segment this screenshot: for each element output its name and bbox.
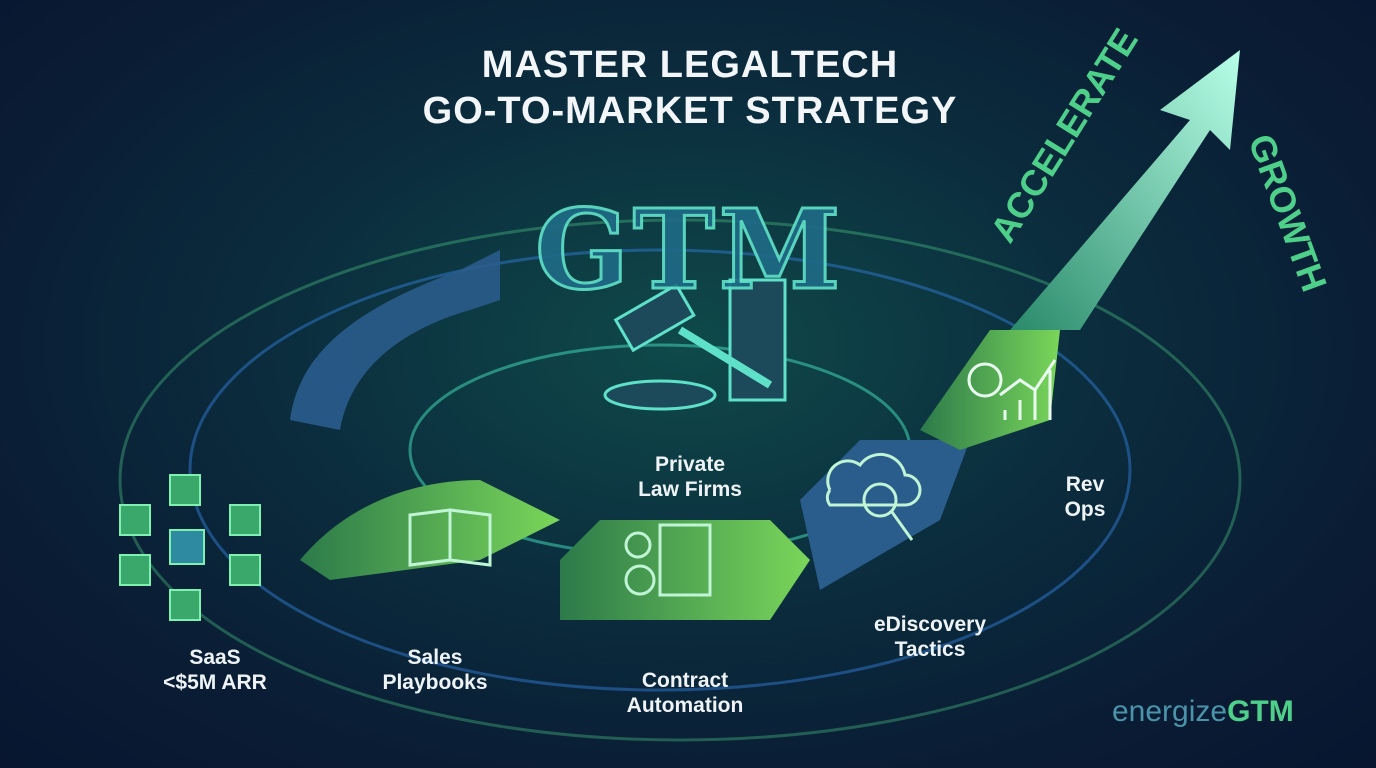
spiral-segments: [290, 50, 1240, 620]
gear-chart-icon: [967, 359, 1057, 420]
gavel-pillar-icon: [603, 278, 787, 411]
gtm-mark: GTM: [534, 184, 845, 316]
stage-ediscovery: eDiscovery Tactics: [850, 612, 1010, 662]
growth-arrow-icon: [1010, 50, 1240, 330]
stage-label: Contract: [641, 669, 729, 692]
stage-label: Private: [654, 453, 726, 476]
stage-label: Law Firms: [638, 478, 742, 501]
cloud-search-icon: [825, 452, 922, 541]
stage-label: Rev: [1065, 473, 1105, 496]
stage-contract-automation: Contract Automation: [600, 668, 770, 718]
stage-label: Tactics: [894, 638, 966, 661]
gears-document-icon: [624, 523, 712, 597]
stage-rev-ops: Rev Ops: [1045, 472, 1125, 522]
stage-label: Playbooks: [382, 671, 488, 694]
stage-label: eDiscovery: [873, 613, 987, 636]
arc-text-growth: GROWTH: [1240, 129, 1335, 297]
stage-private-law-firms: Private Law Firms: [610, 452, 770, 502]
stage-label: Ops: [1064, 498, 1106, 521]
stage-label: Sales: [407, 646, 463, 669]
stage-label: SaaS: [189, 646, 241, 669]
title-line-1: MASTER LEGALTECH: [481, 44, 899, 86]
logo-bold: GTM: [1227, 695, 1294, 728]
network-cubes-icon: [119, 474, 261, 621]
stage-label: <$5M ARR: [163, 671, 267, 694]
stage-sales-playbooks: Sales Playbooks: [360, 645, 510, 695]
stage-label: Automation: [626, 694, 744, 717]
stage-saas: SaaS <$5M ARR: [140, 645, 290, 695]
logo-light: energize: [1112, 695, 1228, 728]
open-book-icon: [408, 508, 492, 567]
energizegtm-logo: energizeGTM: [1112, 695, 1294, 729]
title-line-2: GO-TO-MARKET STRATEGY: [422, 90, 958, 132]
